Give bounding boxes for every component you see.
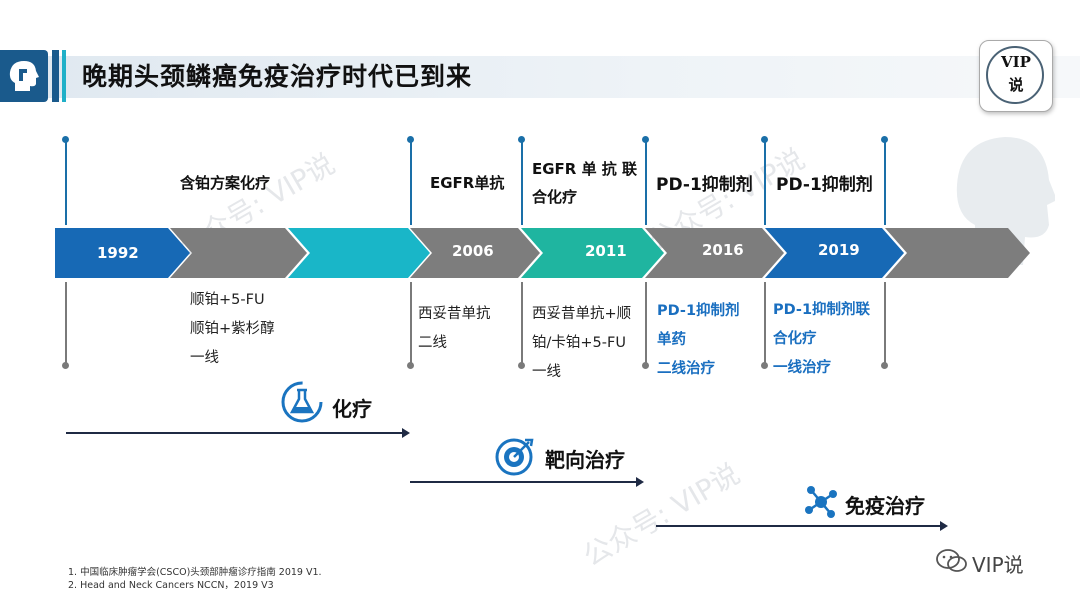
vip-badge: VIP 说	[979, 40, 1053, 112]
target-icon	[495, 438, 534, 476]
timeline-dot	[881, 136, 888, 143]
timeline-dot	[761, 362, 768, 369]
therapy-targeted: 靶向治疗	[545, 448, 625, 472]
era-label-pd1: PD-1抑制剂	[656, 175, 753, 195]
timeline-dot	[642, 362, 649, 369]
timeline-tick	[410, 282, 412, 364]
timeline-tick	[645, 140, 647, 225]
header-accent-bar	[52, 50, 59, 102]
timeline-tick	[521, 282, 523, 364]
therapy-chemo: 化疗	[332, 397, 372, 421]
chevron-2006	[410, 228, 540, 278]
timeline-dot	[62, 136, 69, 143]
regimen-chemo: 顺铂+5-FU 顺铂+紫杉醇 一线	[190, 292, 275, 366]
era-label-egfr: EGFR单抗	[430, 174, 505, 192]
year-label: 1992	[97, 244, 139, 262]
era-label-pd1: PD-1抑制剂	[776, 175, 873, 195]
timeline-chevrons	[55, 228, 1030, 278]
regimen-pd1-combo: PD-1抑制剂联 合化疗 一线治疗	[773, 302, 871, 376]
page-title: 晚期头颈鳞癌免疫治疗时代已到来	[82, 62, 473, 91]
year-label: 2019	[818, 241, 860, 259]
timeline-dot	[642, 136, 649, 143]
timeline-tick	[884, 140, 886, 225]
timeline-tick	[764, 282, 766, 364]
regimen-combo: 西妥昔单抗+顺 铂/卡铂+5-FU 一线	[532, 306, 632, 380]
era-label-egfr-combo: 合化疗	[532, 188, 578, 206]
molecule-icon	[805, 486, 837, 518]
chevron-gray	[170, 228, 307, 278]
head-profile-icon	[9, 61, 39, 91]
timeline-tick	[410, 140, 412, 225]
badge-line-2: 说	[1008, 76, 1024, 94]
regimen-egfr: 西妥昔单抗 二线	[418, 306, 491, 351]
era-arrow	[656, 521, 948, 531]
era-arrow	[66, 428, 410, 438]
year-label: 2016	[702, 241, 744, 259]
era-label-egfr-combo: EGFR 单 抗 联	[532, 160, 638, 178]
chevron-2019	[765, 228, 904, 278]
timeline-tick	[65, 140, 67, 225]
timeline-tick	[884, 282, 886, 364]
chevron-end	[885, 228, 1030, 278]
badge-line-1: VIP	[1001, 53, 1031, 71]
timeline-dot	[518, 362, 525, 369]
therapy-immuno: 免疫治疗	[845, 494, 925, 518]
timeline-dot	[407, 362, 414, 369]
timeline-dot	[518, 136, 525, 143]
chevron-2011	[521, 228, 664, 278]
regimen-pd1-mono: PD-1抑制剂 单药 二线治疗	[657, 303, 740, 377]
timeline-tick	[645, 282, 647, 364]
timeline-tick	[65, 282, 67, 364]
header-accent-bar	[62, 50, 66, 102]
logo	[0, 50, 48, 102]
year-label: 2011	[585, 242, 627, 260]
header-bar	[0, 56, 1080, 98]
timeline-tick	[521, 140, 523, 225]
wechat-icon	[936, 549, 967, 572]
timeline-dot	[407, 136, 414, 143]
era-arrow	[410, 477, 644, 487]
chevron-1992	[55, 228, 190, 278]
year-label: 2006	[452, 242, 494, 260]
chevron-teal	[288, 228, 430, 278]
footnote: 2. Head and Neck Cancers NCCN，2019 V3	[68, 580, 274, 591]
wechat-account-name: VIP说	[972, 553, 1024, 577]
flask-icon	[281, 381, 323, 423]
timeline-dot	[881, 362, 888, 369]
timeline-dot	[761, 136, 768, 143]
timeline-tick	[764, 140, 766, 225]
footnote: 1. 中国临床肿瘤学会(CSCO)头颈部肿瘤诊疗指南 2019 V1.	[68, 567, 322, 578]
chevron-2016	[645, 228, 784, 278]
timeline-dot	[62, 362, 69, 369]
era-label-chemo: 含铂方案化疗	[180, 174, 271, 192]
